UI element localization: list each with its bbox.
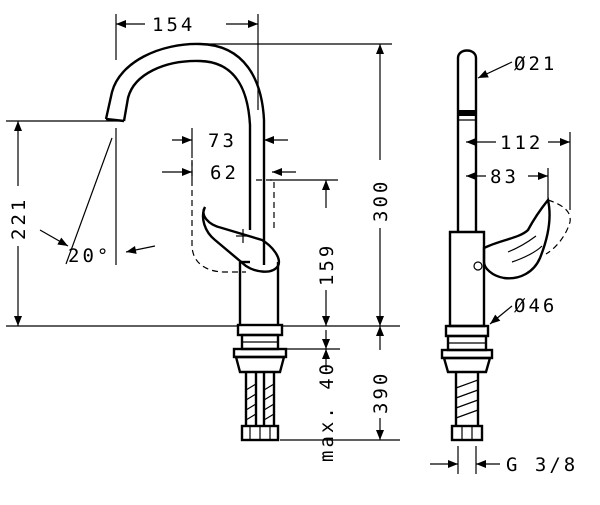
- side-view-faucet: [440, 49, 571, 442]
- handle-height-label: 159: [316, 243, 338, 286]
- dim-handle-dist-b: 62: [162, 162, 296, 184]
- spout-reach-label: 154: [152, 14, 195, 36]
- dim-spout-height: 221: [6, 120, 238, 327]
- dim-handle-dist-a: 73: [172, 128, 288, 158]
- dim-spout-angle: 20°: [39, 128, 156, 267]
- front-view-faucet: [104, 42, 288, 442]
- side-reach-b-label: 83: [490, 166, 519, 188]
- side-lever-alt-position: [545, 199, 571, 255]
- spout-angle-label: 20°: [68, 245, 111, 267]
- dim-max-length: max. 40: [286, 330, 340, 462]
- spout-height-label: 221: [8, 197, 30, 240]
- side-lever-handle: [482, 197, 551, 280]
- dim-side-reach-b: 83: [466, 166, 549, 200]
- connection-thread-label: G 3/8: [506, 454, 578, 476]
- dim-total-height: 300: [204, 43, 400, 327]
- total-height-label: 300: [370, 179, 392, 222]
- dim-side-reach-a: 112: [466, 132, 571, 210]
- base-diameter-label: Ø46: [514, 295, 557, 317]
- dim-thread-length: 390: [280, 326, 400, 441]
- max-length-label: max. 40: [316, 361, 338, 462]
- dim-spout-diameter: Ø21: [477, 53, 557, 79]
- handle-dist-a-label: 73: [208, 130, 237, 152]
- side-reach-a-label: 112: [500, 132, 543, 154]
- dim-base-diameter: Ø46: [489, 295, 557, 325]
- handle-dist-b-label: 62: [210, 162, 239, 184]
- spout-diameter-label: Ø21: [514, 53, 557, 75]
- thread-length-label: 390: [370, 371, 392, 414]
- front-lever-handle: [201, 206, 281, 273]
- dim-handle-height: 159: [270, 179, 338, 326]
- front-base-ring: [236, 323, 284, 337]
- front-lever-alt-position: [191, 160, 246, 273]
- dim-spout-reach: 154: [115, 14, 259, 110]
- dim-connection-thread: G 3/8: [430, 446, 578, 476]
